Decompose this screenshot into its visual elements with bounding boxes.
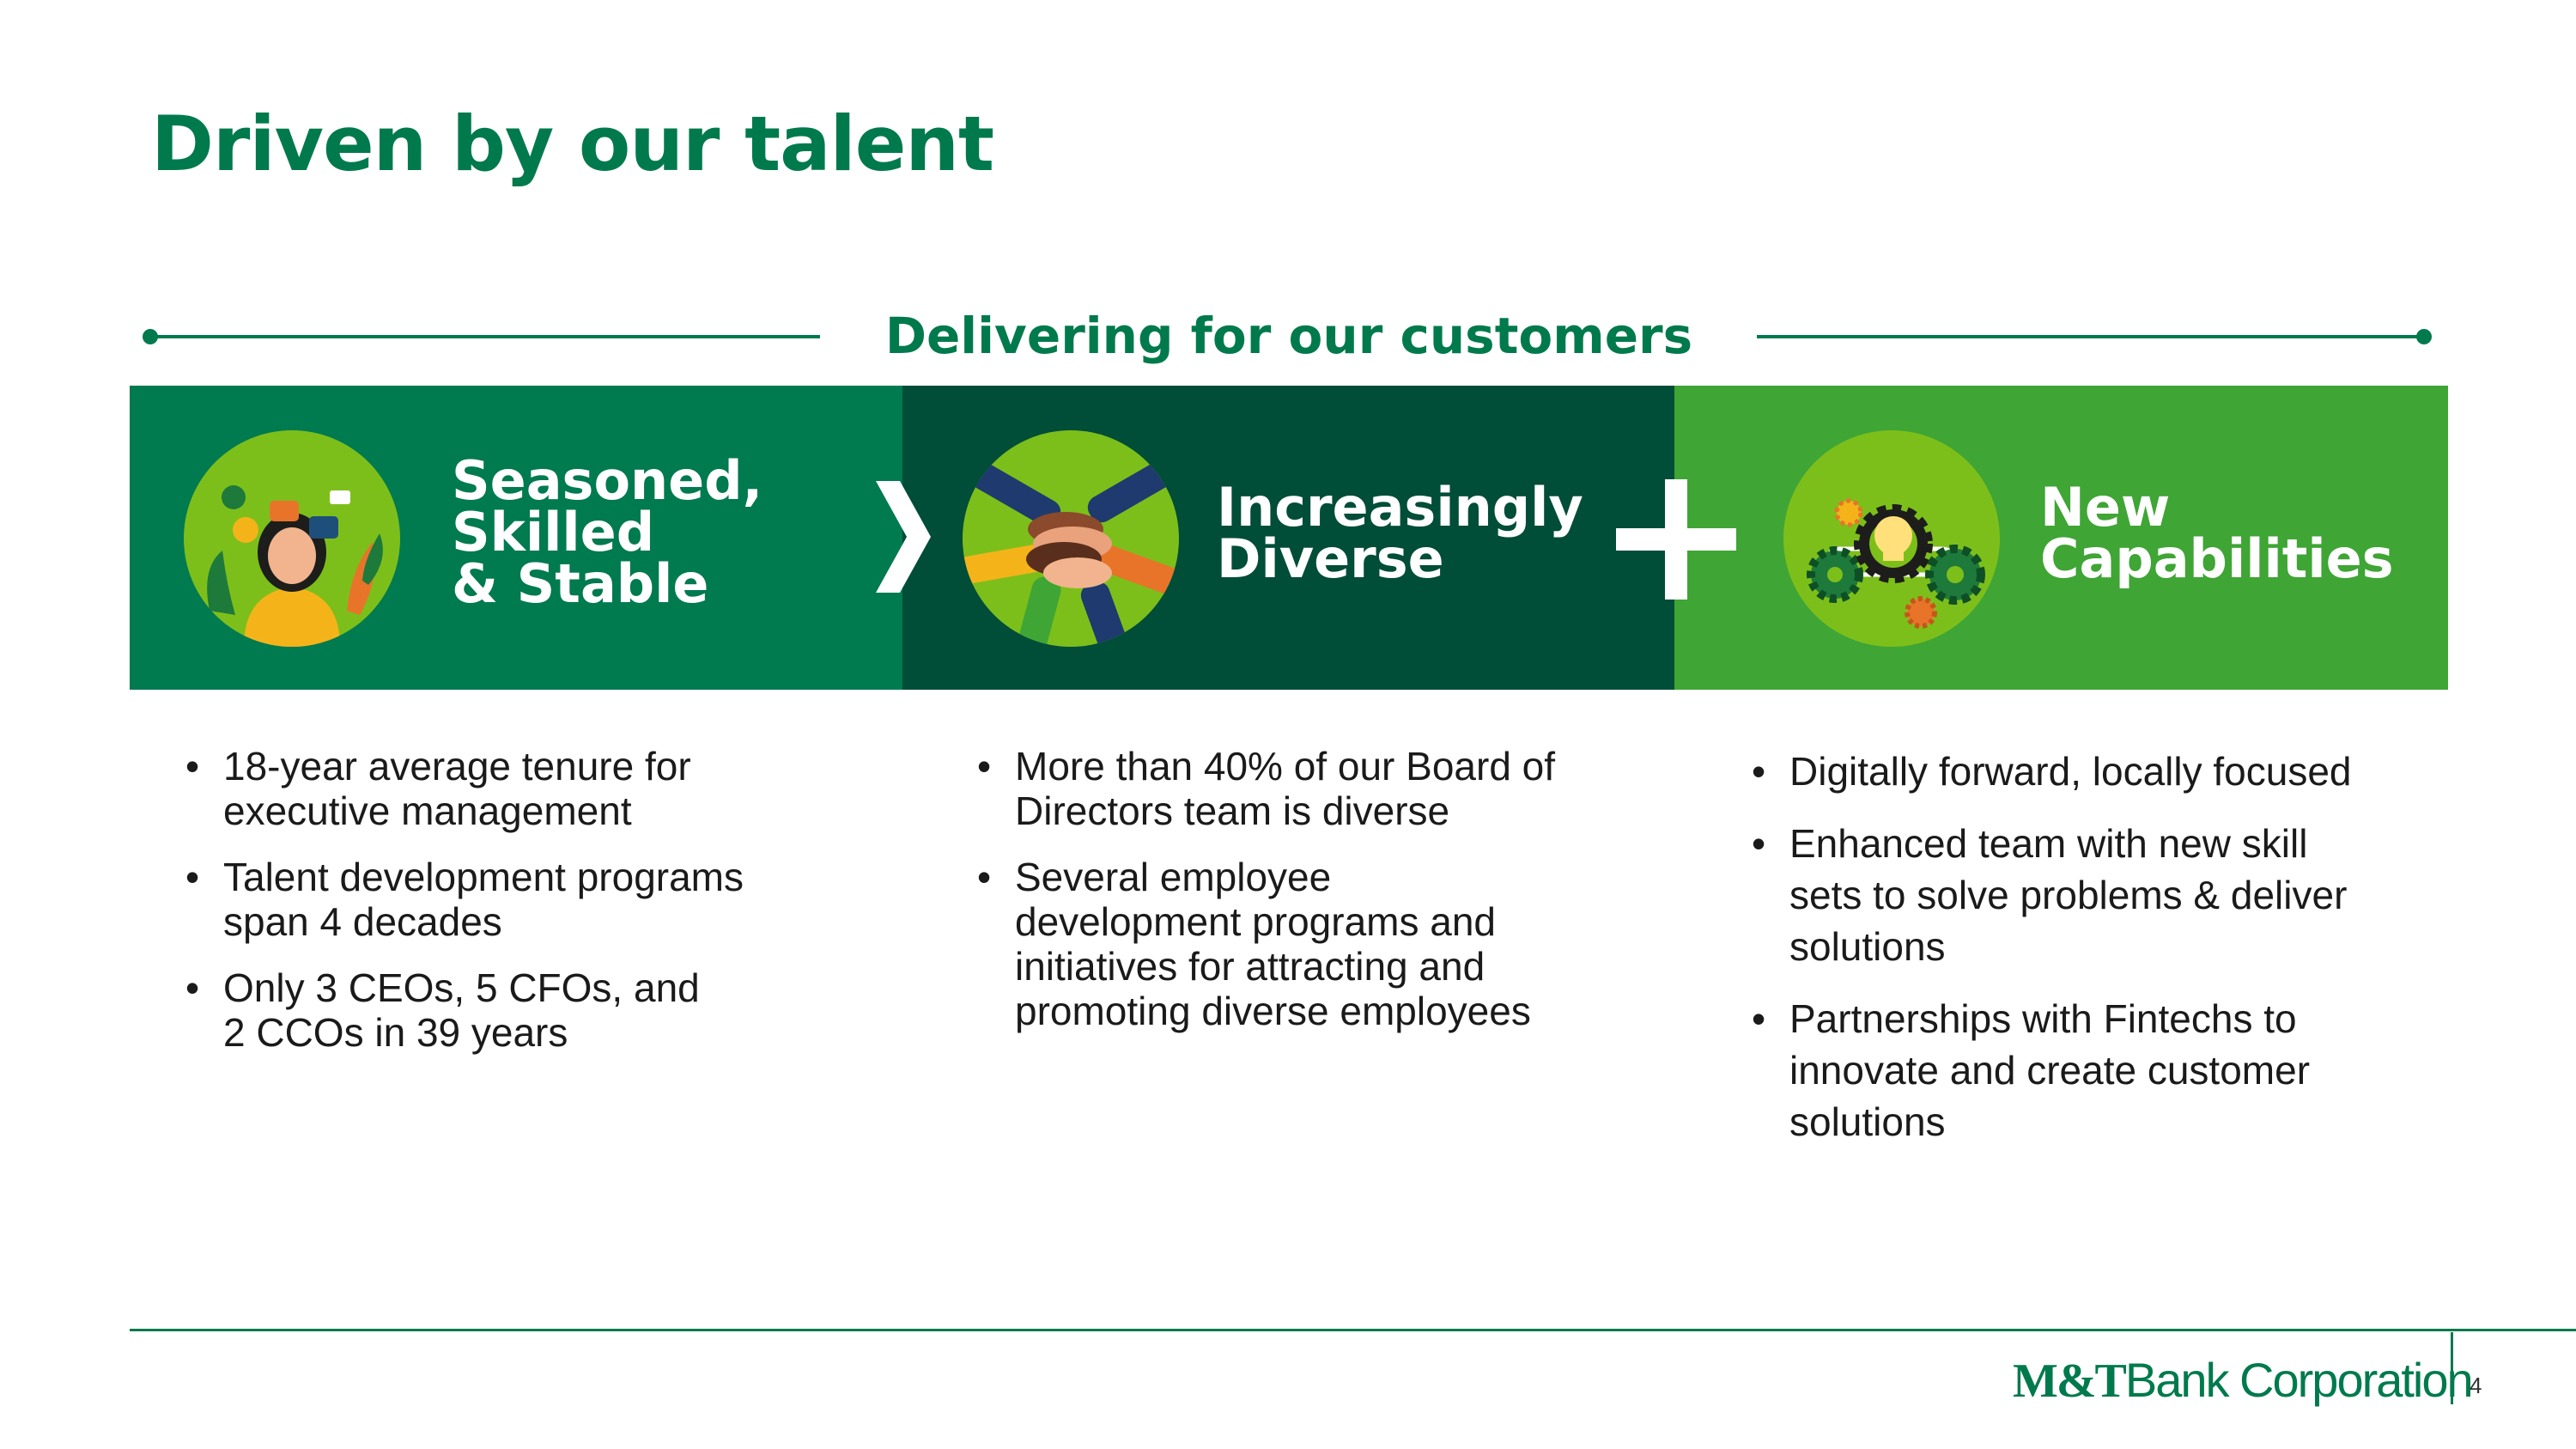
stacked-hands-icon [963, 430, 1179, 647]
footer-divider [2451, 1332, 2453, 1404]
capabilities-bullet-list: •Digitally forward, locally focused •Enh… [1752, 746, 2439, 1168]
list-item: •Partnerships with Fintechs to innovate … [1752, 996, 2311, 1144]
company-logo: M&TBank Corporation [2013, 1352, 2474, 1409]
rule-right-line [1757, 335, 2424, 338]
heading-diverse: Increasingly Diverse [1217, 476, 1583, 590]
footer-rule [130, 1329, 2576, 1331]
heading-seasoned: Seasoned, Skilled & Stable [452, 449, 763, 615]
seasoned-bullet-list: •18-year average tenure for executive ma… [185, 744, 855, 1076]
list-item: •18-year average tenure for executive ma… [185, 744, 691, 833]
rule-right-dot [2416, 329, 2432, 344]
list-item: •More than 40% of our Board of Directors… [977, 744, 1556, 833]
list-item: •Talent development programs span 4 deca… [185, 855, 744, 944]
subtitle: Delivering for our customers [884, 307, 1693, 365]
logo-text: Bank Corporation [2124, 1353, 2474, 1407]
plus-icon [1616, 479, 1736, 600]
list-item: •Digitally forward, locally focused [1752, 749, 2352, 794]
gears-lightbulb-icon [1783, 430, 2000, 647]
chevron-right-icon [876, 481, 931, 593]
rule-left-line [150, 335, 820, 338]
slide-title: Driven by our talent [151, 100, 994, 188]
logo-mark: M&T [2013, 1355, 2127, 1408]
list-item: •Several employee development programs a… [977, 855, 1531, 1033]
heading-capabilities: New Capabilities [2040, 476, 2394, 590]
page-number: 4 [2470, 1373, 2482, 1398]
list-item: •Enhanced team with new skill sets to so… [1752, 821, 2348, 969]
list-item: •Only 3 CEOs, 5 CFOs, and 2 CCOs in 39 y… [185, 965, 700, 1055]
professional-woman-icon [184, 430, 400, 647]
diverse-bullet-list: •More than 40% of our Board of Directors… [977, 744, 1656, 1055]
